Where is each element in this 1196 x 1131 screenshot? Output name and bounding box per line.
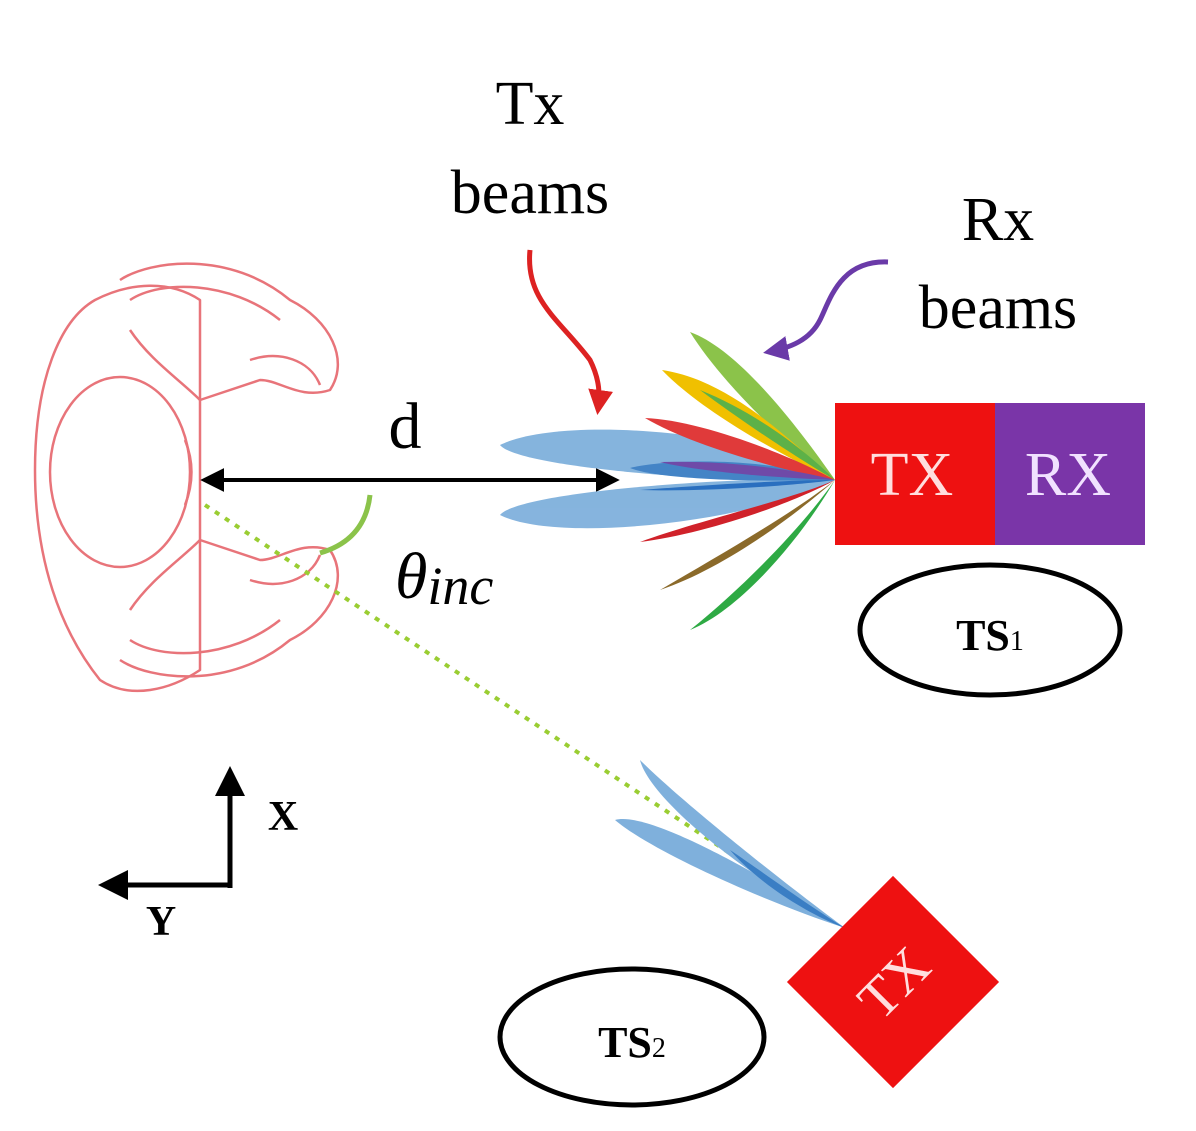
rx-beams xyxy=(640,332,835,630)
rx-box xyxy=(995,403,1145,545)
rx-beams-pointer-arrow xyxy=(763,259,889,361)
ts2-label: TS2 xyxy=(598,1018,666,1067)
ts2-main: TS xyxy=(598,1018,652,1067)
tx-beams-pointer-arrow xyxy=(527,249,614,415)
angle-arc xyxy=(319,494,373,556)
person-icon xyxy=(33,262,340,693)
tx2-box: TX xyxy=(786,875,1000,1089)
tx-box-label: TX xyxy=(871,441,954,509)
ts1-main: TS xyxy=(956,611,1010,660)
coordinate-axes xyxy=(98,766,245,900)
ts2-beams xyxy=(615,760,845,928)
rx-beams-label-1: Rx xyxy=(962,186,1034,254)
theta-subscript: inc xyxy=(427,556,493,616)
ts1-sub: 1 xyxy=(1010,626,1024,657)
rx-beams-label-2: beams xyxy=(919,274,1077,342)
axis-y-label: Y xyxy=(146,899,176,945)
axis-x-label: X xyxy=(268,794,298,840)
ts2-sub: 2 xyxy=(652,1033,666,1064)
distance-label: d xyxy=(389,390,422,463)
ts1-label: TS1 xyxy=(956,611,1024,660)
ts2-ellipse xyxy=(497,966,767,1108)
tx-beams-label-2: beams xyxy=(451,159,609,227)
theta-inc-label: θinc xyxy=(395,540,493,616)
rx-box-label: RX xyxy=(1025,441,1111,509)
tx-box xyxy=(835,403,995,545)
theta-symbol: θ xyxy=(395,540,427,613)
ts1-ellipse xyxy=(857,562,1123,698)
tx-beams-label-1: Tx xyxy=(496,70,565,138)
